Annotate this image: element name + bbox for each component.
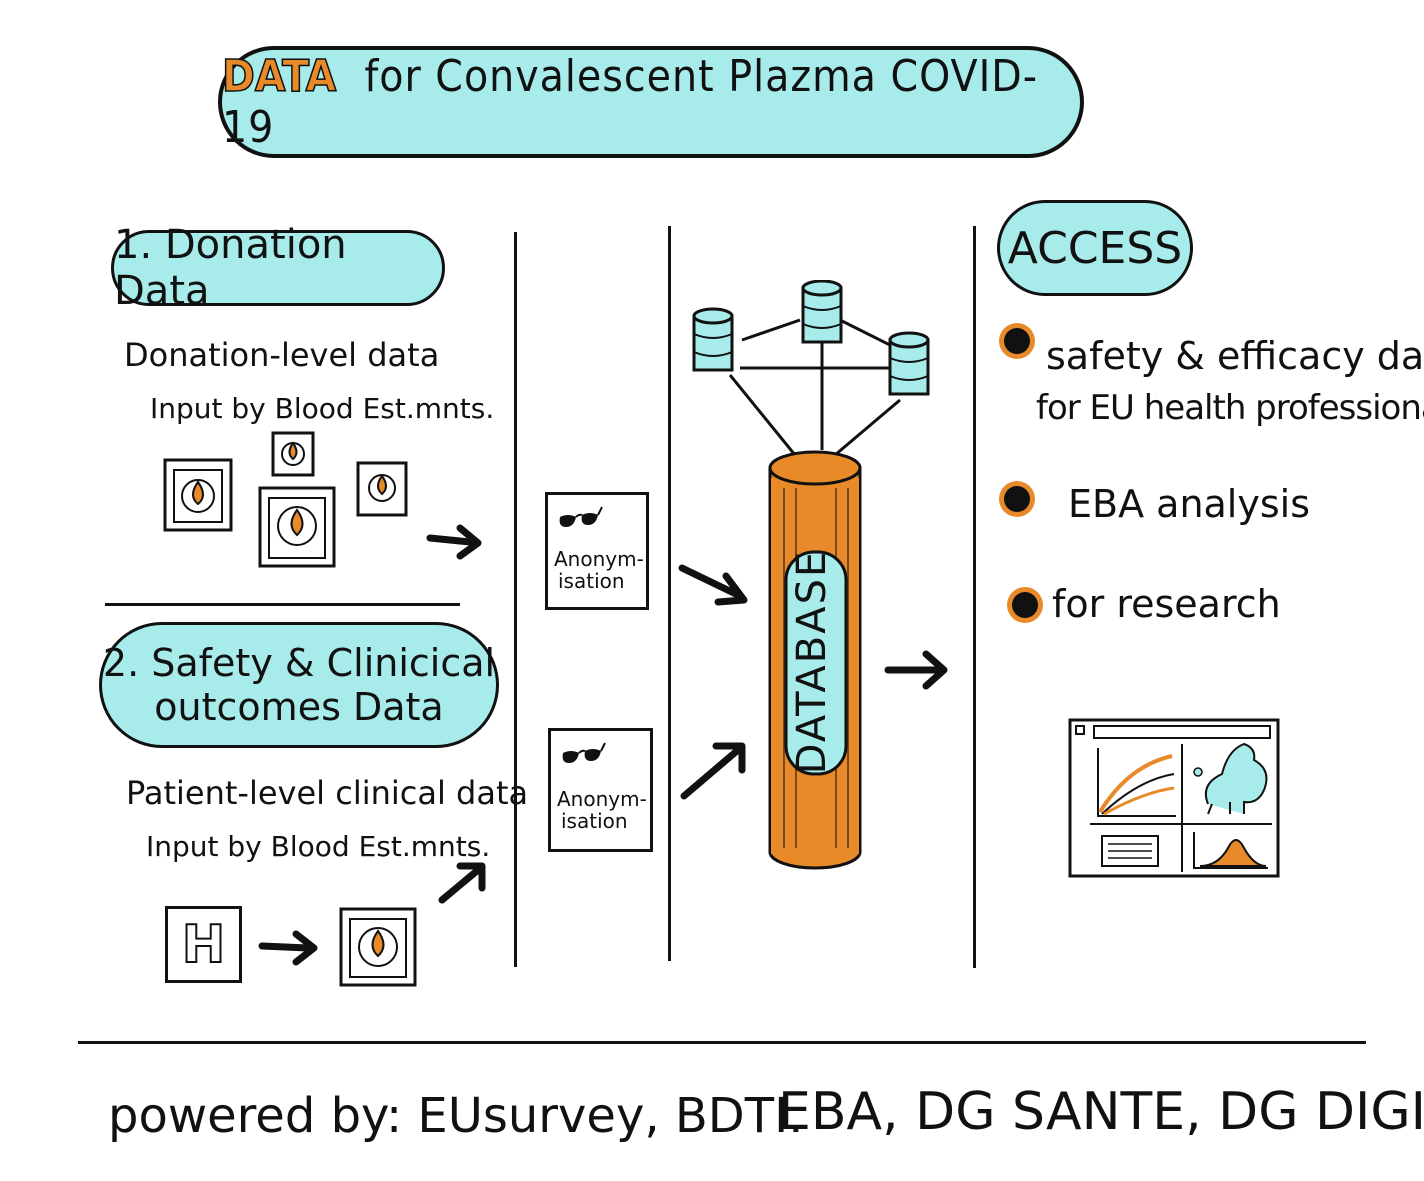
access-title: ACCESS xyxy=(1007,222,1183,274)
glasses-icon xyxy=(559,506,603,527)
footer-divider xyxy=(78,1041,1366,1044)
blood-bag-icon xyxy=(258,486,336,568)
blood-bag-group xyxy=(163,431,408,568)
bullet-icon xyxy=(1012,592,1038,618)
section2-title-line1: 2. Safety & Clinicical xyxy=(102,641,496,685)
database-cylinder-icon xyxy=(768,450,862,870)
section-divider xyxy=(105,603,460,606)
anonymisation-box-1: Anonym- isation xyxy=(545,492,649,610)
glasses-icon xyxy=(562,742,606,763)
arrow-icon xyxy=(884,650,948,690)
database-icon xyxy=(888,331,930,396)
database-icon xyxy=(692,307,734,372)
hospital-letter: H xyxy=(181,914,227,976)
section1-title: 1. Donation Data xyxy=(114,222,347,314)
access-item-1-line1: safety & efficacy data xyxy=(1046,334,1424,378)
access-item-2: EBA analysis xyxy=(1068,482,1311,526)
anonymisation-line1: Anonym- xyxy=(557,787,647,811)
database-network xyxy=(692,280,930,457)
blood-bag-icon xyxy=(271,431,315,477)
database-icon xyxy=(801,280,843,344)
section1-title-pill: 1. Donation Data xyxy=(111,222,445,314)
section2-title-pill: 2. Safety & Clinicical outcomes Data xyxy=(99,622,499,748)
blood-bag-icon xyxy=(339,907,417,987)
divider-1 xyxy=(514,232,517,967)
hospital-icon: H xyxy=(165,906,242,983)
section2-title-line2: outcomes Data xyxy=(154,685,444,729)
section1-line1: Donation-level data xyxy=(124,336,440,374)
anonymisation-line2: isation xyxy=(558,569,625,593)
footer-right: EBA, DG SANTE, DG DIGIT xyxy=(778,1082,1424,1142)
anonymisation-box-2: Anonym- isation xyxy=(548,728,653,852)
section2-line1: Patient-level clinical data xyxy=(126,774,529,812)
section1-line2: Input by Blood Est.mnts. xyxy=(150,392,495,425)
divider-3 xyxy=(973,226,976,968)
database-label: DATABASE xyxy=(789,549,835,775)
dashboard-icon xyxy=(1068,718,1280,878)
anonymisation-line2: isation xyxy=(561,809,628,833)
arrow-icon xyxy=(678,564,748,606)
section2-line2: Input by Blood Est.mnts. xyxy=(146,830,491,863)
arrow-icon xyxy=(438,862,486,904)
footer-left: powered by: EUsurvey, BDTI. xyxy=(108,1088,804,1144)
arrow-icon xyxy=(258,930,318,966)
bullet-icon xyxy=(1004,486,1030,512)
title-rest: for Convalescent Plazma COVID-19 xyxy=(222,51,1039,153)
title-highlight: DATA xyxy=(221,50,337,103)
blood-bag-icon xyxy=(356,461,408,517)
access-item-1-line2: for EU health professionals xyxy=(1036,388,1424,428)
arrow-icon xyxy=(680,742,746,800)
anonymisation-line1: Anonym- xyxy=(554,547,644,571)
arrow-icon xyxy=(426,524,482,560)
bullet-icon xyxy=(1004,328,1030,354)
blood-bag-icon xyxy=(163,458,233,532)
divider-2 xyxy=(668,226,671,961)
access-item-3: for research xyxy=(1052,582,1281,626)
access-title-pill: ACCESS xyxy=(997,200,1193,296)
